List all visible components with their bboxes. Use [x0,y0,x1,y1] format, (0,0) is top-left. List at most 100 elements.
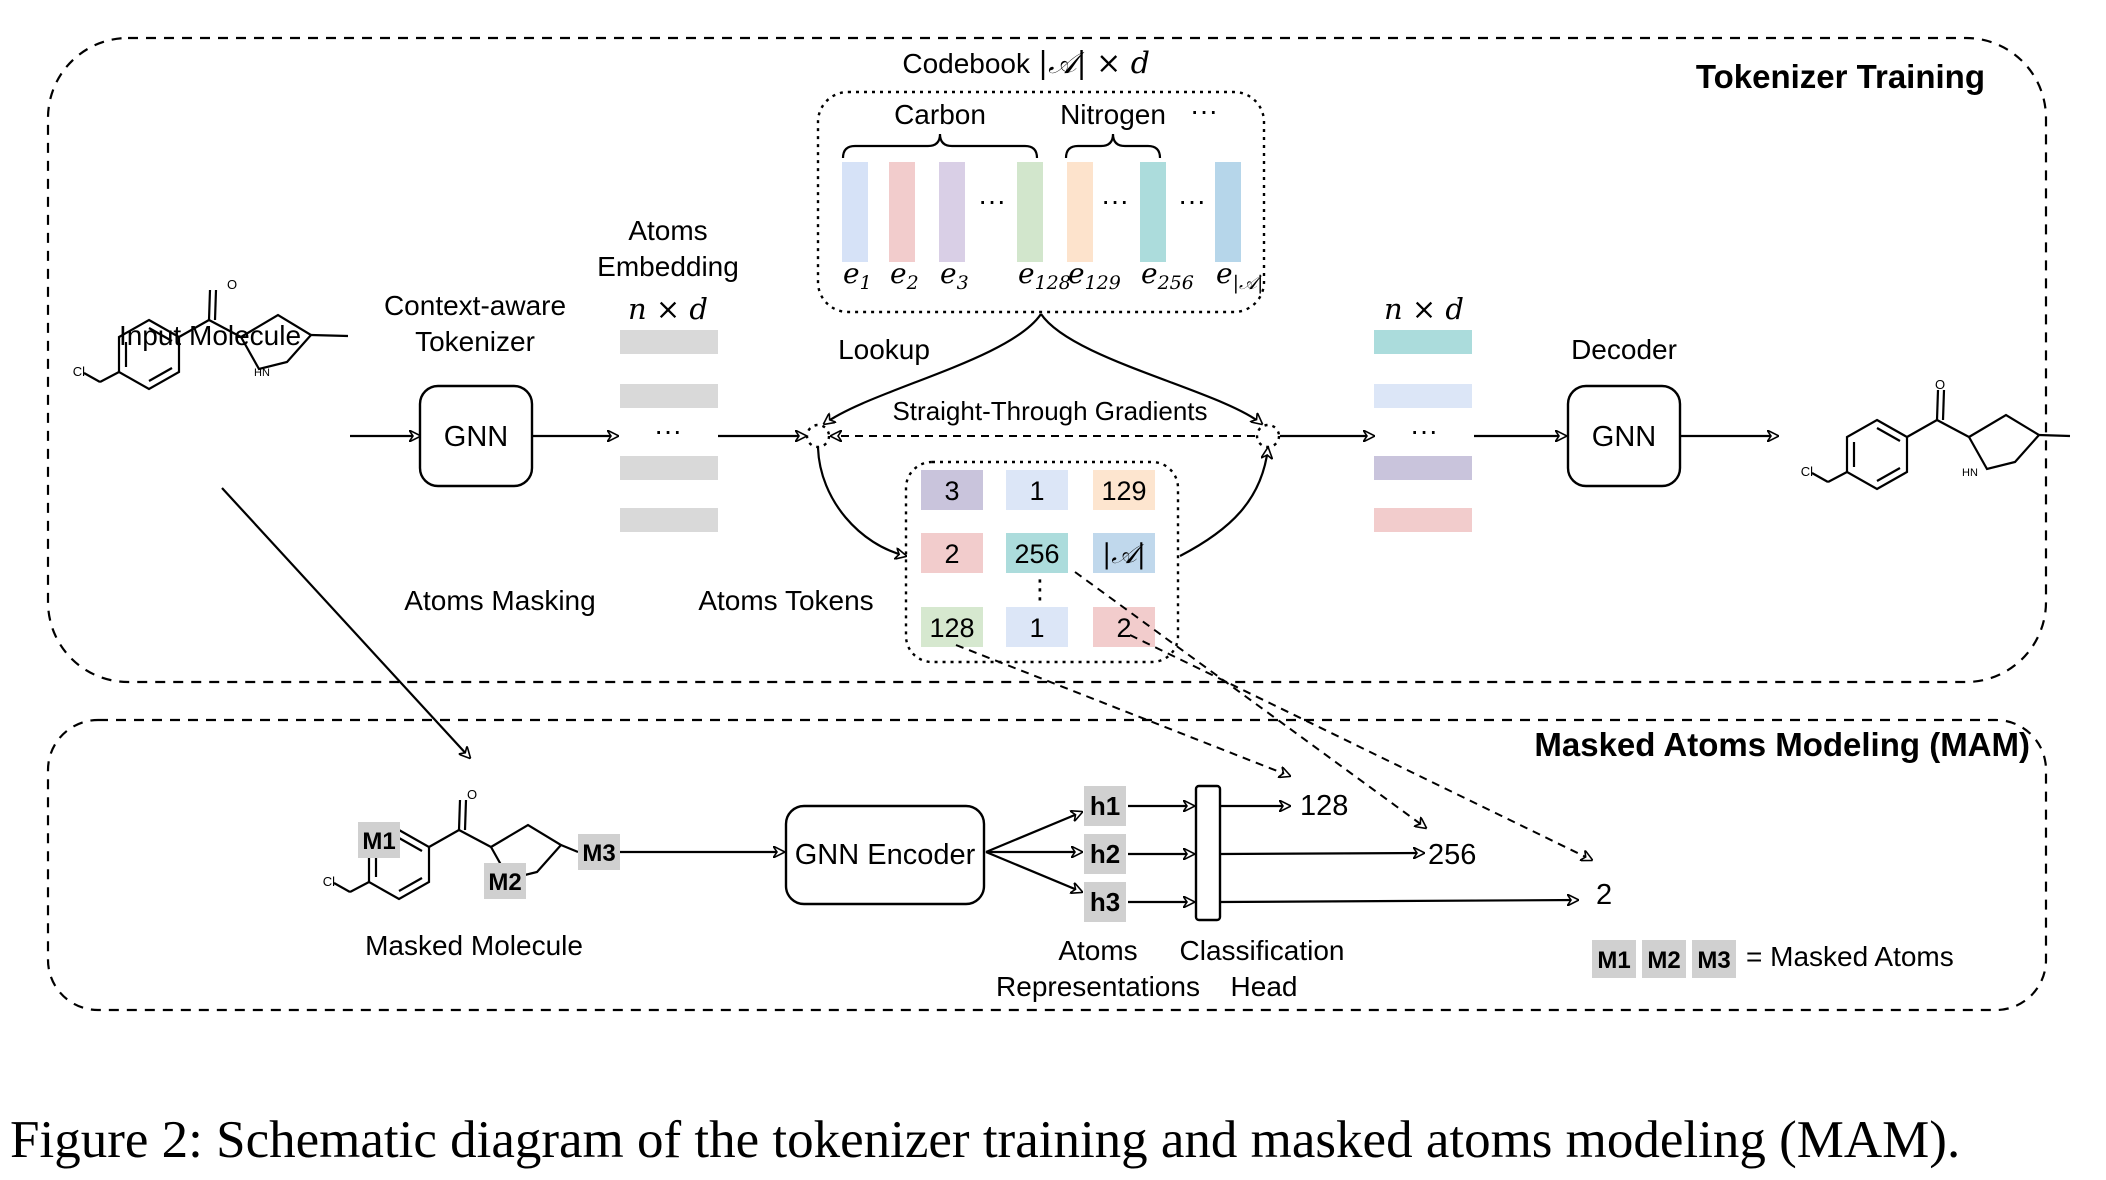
token-value-3-3: 2 [1116,613,1131,643]
token-cell-3-3 [1093,607,1155,647]
h2-box [1084,834,1126,874]
input-amine-label: HN [254,367,270,379]
arrow-encoder-to-h3 [985,850,1082,892]
decoder-embedding-bar-3 [1374,456,1472,480]
codebook-vector-label-7: e|𝒜| [1216,257,1263,294]
token-cell-3-2 [1006,607,1068,647]
atoms-representations-label-line2: Representations [996,971,1200,1002]
legend-m2-box [1642,940,1686,978]
mask-m1-label: M1 [362,828,395,855]
codebook-dims: |𝒜| × d [1038,46,1150,81]
token-value-3-1: 128 [929,613,974,643]
codebook-vector-label-1: e1 [843,257,872,294]
embedding-bar-2 [620,384,718,408]
codebook-ellipsis-2: ··· [1101,185,1129,216]
nitrogen-brace [1064,133,1162,159]
input-chlorine-label: Cl [73,364,85,379]
codebook-vector-label-5: e129 [1068,257,1121,294]
lookup-arrow-left [824,313,1042,424]
carbon-brace [841,133,1039,159]
masked-oxygen-label: O [467,787,477,802]
decoder-embedding-bar-1 [1374,330,1472,354]
h1-label: h1 [1090,791,1120,821]
target-arrow-2 [1129,634,1592,860]
arrow-head-to-output-2 [1219,853,1424,854]
tokenizer-gnn-label: GNN [444,421,508,453]
legend-m3-label: M3 [1697,947,1730,974]
output-value-1: 128 [1300,790,1348,822]
mask-m2-label: M2 [488,869,521,896]
token-cell-3-1 [921,607,983,647]
output-amine-label: HN [1962,467,1978,479]
output-value-2: 256 [1428,839,1476,871]
token-cell-1-2 [1006,470,1068,510]
legend-m1-box [1592,940,1636,978]
target-arrow-256 [1074,571,1426,828]
mam-title: Masked Atoms Modeling (MAM) [1534,726,2030,763]
h3-label: h3 [1090,887,1120,917]
quantizer-right-node [1255,423,1281,449]
decoder-embedding-ellipsis: ··· [1410,415,1438,446]
arrow-atoms-masking [221,487,470,758]
codebook-vector-3 [939,162,965,262]
classification-head-label-line2: Head [1231,971,1298,1002]
masked-molecule-label: Masked Molecule [365,930,583,961]
quantizer-left-node [805,423,831,449]
codebook-box [816,90,1266,314]
carbon-label: Carbon [894,99,986,130]
embedding-bar-1 [620,330,718,354]
mask-m3-box [578,834,620,870]
mam-panel [46,718,2048,1012]
reconstructed-molecule-structure [1811,389,2071,491]
token-value-1-1: 3 [944,476,959,506]
codebook-vector-2 [889,162,915,262]
h3-box [1084,882,1126,922]
codebook-vector-5 [1067,162,1093,262]
decoder-embedding-bar-4 [1374,508,1472,532]
straight-through-label: Straight-Through Gradients [892,396,1207,426]
decoder-label: Decoder [1571,334,1677,365]
output-chlorine-label: Cl [1801,464,1813,479]
embedding-bar-4 [620,508,718,532]
figure-caption: Figure 2: Schematic diagram of the token… [10,1111,1960,1169]
decoder-embedding-dims: n × d [1384,292,1464,326]
classification-head-label-line1: Classification [1180,935,1345,966]
atoms-tokens-label: Atoms Tokens [698,585,873,616]
lookup-label: Lookup [838,334,930,365]
legend-m1-label: M1 [1597,947,1630,974]
embedding-bar-3 [620,456,718,480]
token-cell-2-2 [1006,533,1068,573]
arrow-head-to-output-3 [1219,900,1578,902]
arrow-encoder-to-h1 [985,812,1082,854]
input-molecule-label: Input Molecule [119,320,301,351]
output-value-3: 2 [1596,879,1612,911]
context-aware-label-line1: Context-aware [384,290,566,321]
token-value-2-3: |𝒜| [1102,539,1146,570]
codebook-more-ellipsis: ··· [1190,95,1218,126]
token-value-1-2: 1 [1029,476,1044,506]
legend-text: = Masked Atoms [1746,941,1954,972]
embedding-dims: n × d [628,292,708,326]
tokenizer-training-panel [46,36,2048,684]
h1-box [1084,786,1126,826]
codebook-vector-label-3: e3 [940,257,969,294]
gnn-encoder-label: GNN Encoder [795,839,976,871]
token-value-2-2: 256 [1014,539,1059,569]
codebook-vector-1 [842,162,868,262]
classification-head-box [1194,784,1222,922]
codebook-vector-label-4: e128 [1018,257,1071,294]
embedding-ellipsis: ··· [654,415,682,446]
codebook-vector-7 [1215,162,1241,262]
codebook-ellipsis-3: ··· [1178,185,1206,216]
tokens-vdots: ⋮ [1027,574,1053,604]
legend-m2-label: M2 [1647,947,1680,974]
legend-m3-box [1692,940,1736,978]
mask-m2-box [484,863,526,899]
codebook-vector-4 [1017,162,1043,262]
masked-chlorine-label: Cl [323,874,335,889]
input-molecule-structure [83,289,349,391]
codebook-vector-label-2: e2 [890,257,919,294]
gnn-encoder-box [784,804,986,906]
context-aware-label-line2: Tokenizer [415,326,535,357]
atoms-masking-label: Atoms Masking [404,585,595,616]
